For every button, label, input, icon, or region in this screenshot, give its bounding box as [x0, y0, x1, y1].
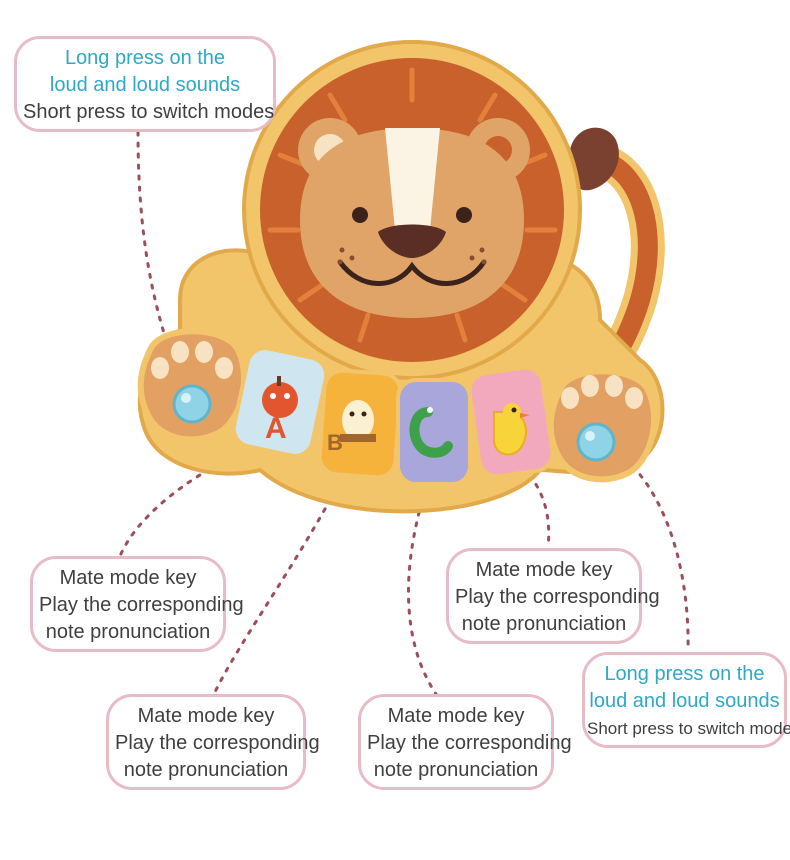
callout-volume-right: Long press on the loud and loud sounds S…	[582, 652, 790, 748]
callout-line: Mate mode key	[59, 567, 197, 589]
right-eye	[456, 207, 472, 223]
callout-line: Long press on the	[64, 47, 226, 69]
callout-line: loud and loud sounds	[589, 690, 780, 712]
piano-key-a[interactable]: A	[230, 345, 329, 459]
key-letter-b: B	[327, 430, 343, 455]
duck-icon	[493, 403, 530, 456]
callout-key-a: Mate mode key Play the corresponding not…	[30, 556, 244, 652]
callout-line: Mate mode key	[137, 705, 275, 727]
right-volume-button[interactable]	[576, 422, 616, 462]
callout-line: Play the corresponding	[115, 732, 320, 754]
callout-volume-left: Long press on the loud and loud sounds S…	[14, 36, 276, 132]
lion-nose	[378, 224, 446, 258]
callout-line: note pronunciation	[45, 621, 211, 643]
callout-line: Mate mode key	[475, 559, 613, 581]
callout-key-d: Mate mode key Play the corresponding not…	[446, 548, 660, 644]
connector-top-left	[136, 130, 190, 404]
lion-head	[242, 40, 582, 380]
callout-line: note pronunciation	[373, 759, 539, 781]
callout-line: Play the corresponding	[39, 594, 244, 616]
piano-key-b[interactable]: B	[317, 368, 403, 480]
crocodile-icon	[409, 407, 453, 458]
bee-icon	[340, 400, 376, 442]
callout-line: Long press on the	[604, 663, 765, 685]
connector-key-b	[212, 468, 348, 696]
callout-line: Short press to switch modes	[23, 101, 275, 123]
callout-key-c: Mate mode key Play the corresponding not…	[358, 694, 572, 790]
callout-line: Play the corresponding	[367, 732, 572, 754]
piano-key-d[interactable]	[467, 365, 555, 479]
callout-line: note pronunciation	[461, 613, 627, 635]
callout-line: note pronunciation	[123, 759, 289, 781]
callout-line: Mate mode key	[387, 705, 525, 727]
tail-tuft	[568, 127, 619, 191]
callout-line: loud and loud sounds	[49, 74, 241, 96]
left-volume-button[interactable]	[172, 384, 212, 424]
apple-icon	[262, 376, 298, 418]
left-eye	[352, 207, 368, 223]
callout-line: Short press to switch modes	[587, 719, 790, 738]
callout-key-b: Mate mode key Play the corresponding not…	[106, 694, 320, 790]
lion-mouth	[337, 259, 487, 286]
key-letter-a: A	[265, 412, 287, 445]
piano-key-c[interactable]: C	[396, 378, 472, 486]
callout-line: Play the corresponding	[455, 586, 660, 608]
